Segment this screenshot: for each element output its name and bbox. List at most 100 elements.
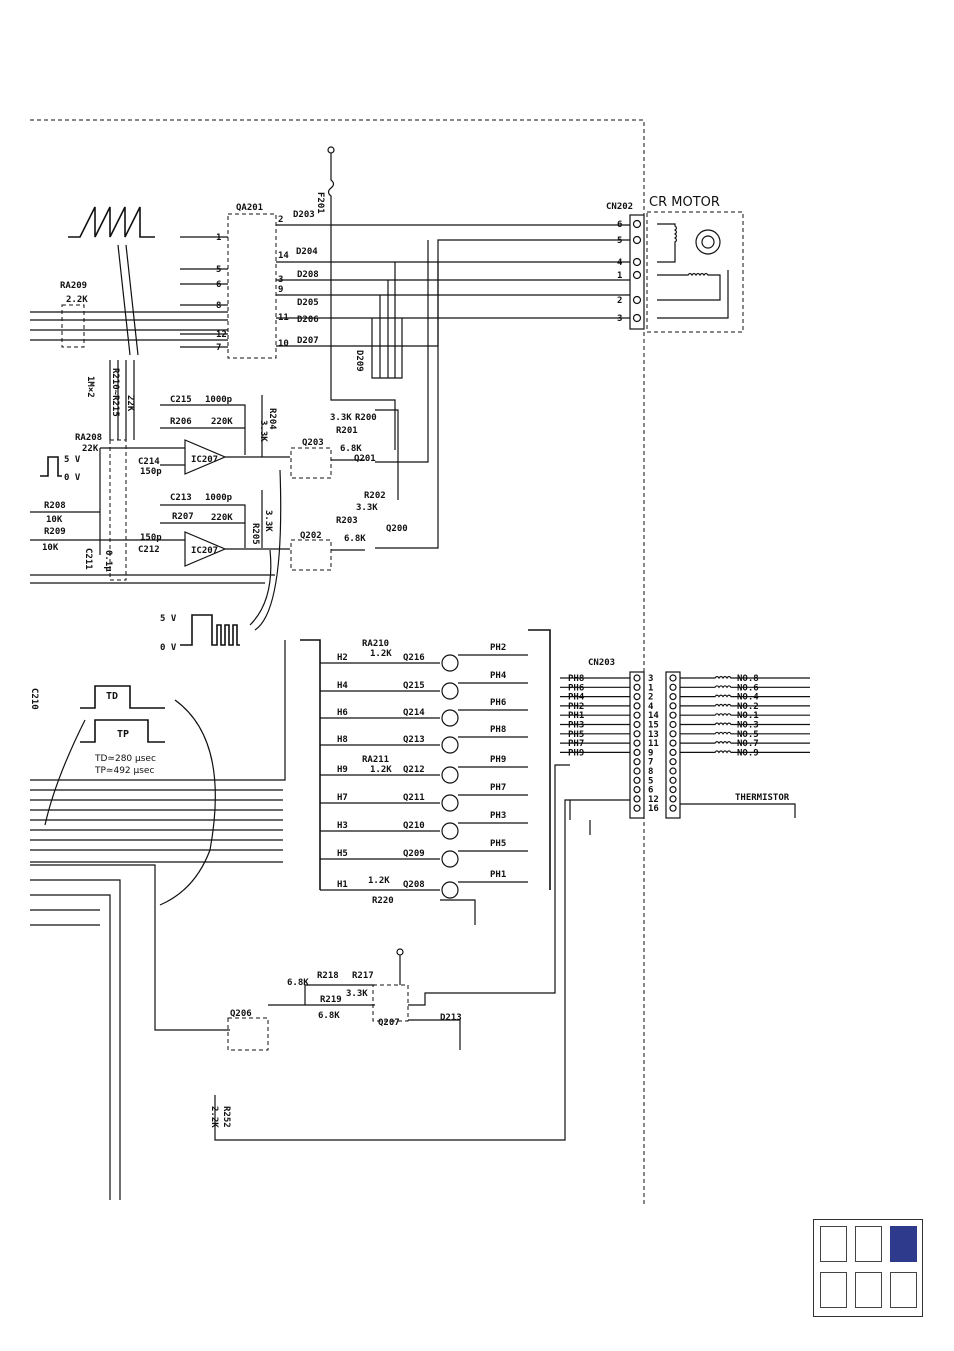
tp-note: TP≃492 µsec [94, 766, 154, 776]
qa201-pin-label: 1 [216, 233, 221, 243]
qa201-pin-label: 10 [278, 339, 289, 349]
cn203-pin [669, 758, 677, 766]
r218-label: R218 [317, 971, 339, 981]
d213-label: D213 [440, 1013, 462, 1023]
qa201-pin-label: 7 [216, 343, 221, 353]
cn203-pin [669, 795, 677, 803]
head-transistor-label: Q215 [403, 681, 425, 691]
r205-label: R205 [250, 523, 260, 545]
head-line-label: H4 [337, 681, 348, 691]
cn203-pin [633, 711, 641, 719]
nav-cell-6[interactable] [890, 1272, 917, 1308]
r206-label: R206 [170, 417, 192, 427]
head-transistor [441, 709, 459, 727]
head-transistor [441, 881, 459, 899]
head-transistor-label: Q211 [403, 793, 425, 803]
cn203-pin [633, 692, 641, 701]
cn203-pin [633, 748, 641, 757]
nav-cell-5[interactable] [855, 1272, 882, 1308]
cn202-pin-4 [632, 257, 642, 267]
cn203-no-label: NO.1 [737, 711, 759, 721]
ra210-label: RA210 [362, 639, 389, 649]
qa201-pin-label: 14 [278, 251, 289, 261]
cn203-pin-label: 15 [648, 721, 659, 731]
cn202-pin-3 [632, 313, 642, 323]
c215-label: C215 [170, 395, 192, 405]
r203-value: 6.8K [344, 534, 366, 544]
qa201-pin-label: 2 [278, 215, 283, 225]
head-bus-right [528, 629, 551, 890]
ic207a-label: IC207 [191, 455, 218, 465]
d206-label: D206 [297, 315, 319, 325]
cn203-pin-label: 11 [648, 739, 659, 749]
cn203-pin-label: 2 [648, 693, 653, 703]
ic207b-symbol [184, 531, 227, 567]
cn203-pin [669, 711, 677, 719]
cn203-no-label: NO.6 [737, 683, 759, 693]
sawtooth-waveform [68, 206, 155, 238]
nav-cell-3[interactable] [890, 1226, 917, 1262]
ra209-value: 2.2K [66, 295, 88, 305]
head-line-label: H1 [337, 880, 348, 890]
cn203-no-label: NO.5 [737, 730, 759, 740]
cn202-pin-2 [632, 295, 642, 305]
cn203-pin [669, 674, 677, 682]
d203-label: D203 [293, 210, 315, 220]
head-line-label: H8 [337, 735, 348, 745]
r209-value: 10K [42, 543, 59, 553]
ra209-label: RA209 [60, 281, 87, 291]
r217-value: 3.3K [346, 989, 368, 999]
cn203-pin [633, 739, 641, 747]
c211-label: C211 [83, 548, 93, 570]
c211-value: 0.1µ [103, 550, 113, 572]
c210-label: C210 [29, 688, 39, 710]
cn203-pin-label: 7 [648, 758, 653, 768]
head-ph-label: PH2 [490, 643, 506, 653]
cn203-pin [633, 785, 641, 794]
d204-label: D204 [296, 247, 318, 257]
head-ph-label: PH8 [490, 725, 506, 735]
head-transistor-label: Q208 [403, 880, 425, 890]
head-ph-label: PH3 [490, 811, 506, 821]
cn203-pin-label: 1 [648, 683, 653, 693]
qa201-pin-label: 6 [216, 280, 221, 290]
nav-cell-2[interactable] [855, 1226, 882, 1262]
d207-label: D207 [297, 336, 319, 346]
cn203-no-label: NO.2 [737, 702, 759, 712]
cn203-pin-label: 5 [648, 776, 653, 786]
r218-value: 6.8K [287, 978, 309, 988]
cn203-connector [629, 671, 645, 819]
cn203-pin [633, 683, 641, 691]
head-transistor [441, 736, 459, 754]
r208-value: 10K [46, 515, 63, 525]
cn203-pin [633, 804, 641, 812]
c212-value: 150p [140, 533, 162, 543]
q202-label: Q202 [300, 531, 322, 541]
motor-symbol [695, 229, 721, 255]
head-line-label: H5 [337, 849, 348, 859]
head-transistor-label: Q213 [403, 735, 425, 745]
c213-label: C213 [170, 493, 192, 503]
diode-bank [276, 224, 630, 347]
cn203-pin [633, 776, 641, 784]
qa201-box [227, 213, 277, 359]
cn203-pin [633, 758, 641, 766]
cn203-pin [633, 720, 641, 729]
head-ph-label: PH5 [490, 839, 506, 849]
ra211-label: RA211 [362, 755, 389, 765]
cn203-pin [669, 730, 677, 738]
cn203-pin-label: 6 [648, 786, 653, 796]
d205-label: D205 [297, 298, 319, 308]
cn203-pin-label: 8 [648, 767, 653, 777]
cn203-pin-label: 4 [648, 702, 654, 712]
head-transistor [441, 822, 459, 840]
cn203-pin [669, 683, 677, 691]
cn203-pin [669, 702, 677, 710]
cn203-ph-label: PH9 [568, 748, 584, 758]
r252-label: R252 [221, 1106, 231, 1128]
nav-cell-4[interactable] [820, 1272, 847, 1308]
td-pulse [80, 685, 165, 709]
nav-cell-1[interactable] [820, 1226, 847, 1262]
cn203-pin [669, 692, 677, 701]
